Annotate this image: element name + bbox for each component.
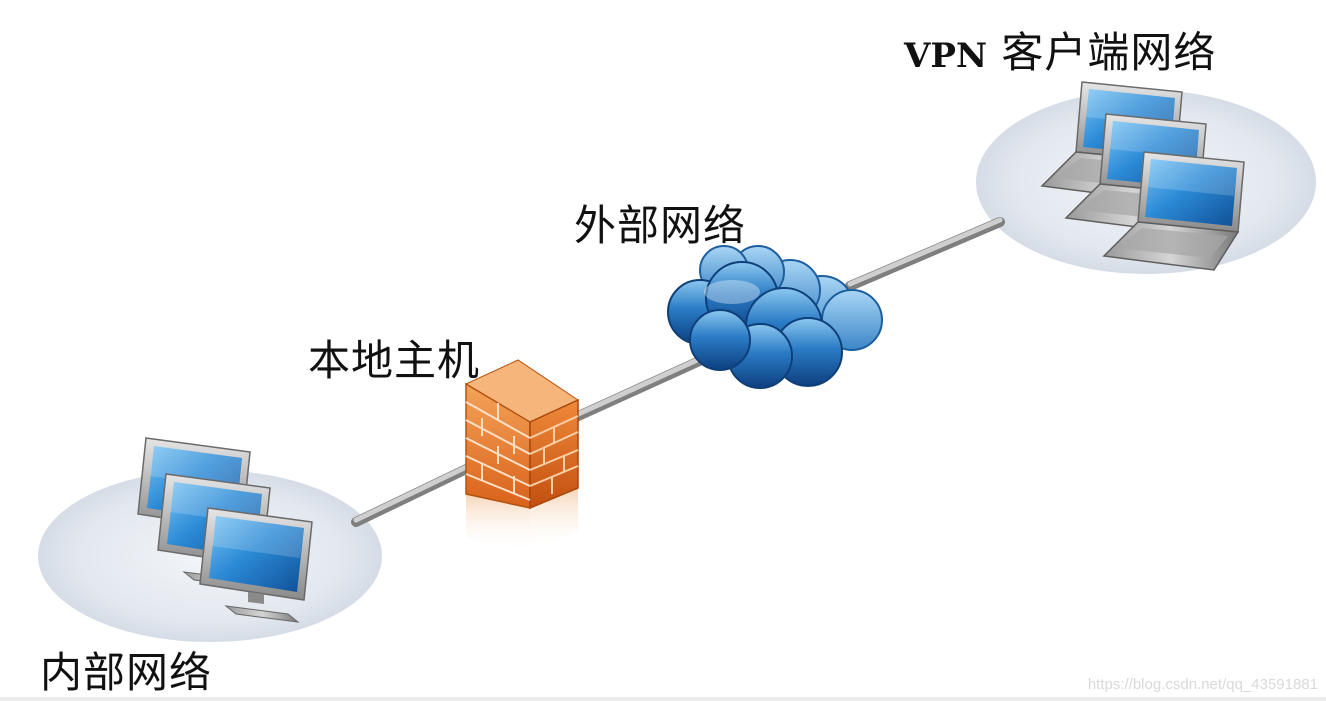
vpn-label-prefix: VPN (904, 36, 988, 76)
firewall-icon (464, 359, 580, 552)
local-host-label: 本地主机 (308, 336, 481, 385)
vpn-label-suffix: 客户端网络 (987, 28, 1217, 77)
link-cloud-to-vpn (845, 217, 1005, 291)
internal-network-label: 内部网络 (40, 648, 213, 697)
watermark-text: https://blog.csdn.net/qq_43591881 (1087, 676, 1318, 693)
vpn-client-network-label: VPN 客户端网络 (904, 32, 1216, 74)
external-network-label: 外部网络 (574, 201, 747, 250)
cloud-icon (667, 245, 883, 389)
bottom-divider (0, 697, 1326, 701)
